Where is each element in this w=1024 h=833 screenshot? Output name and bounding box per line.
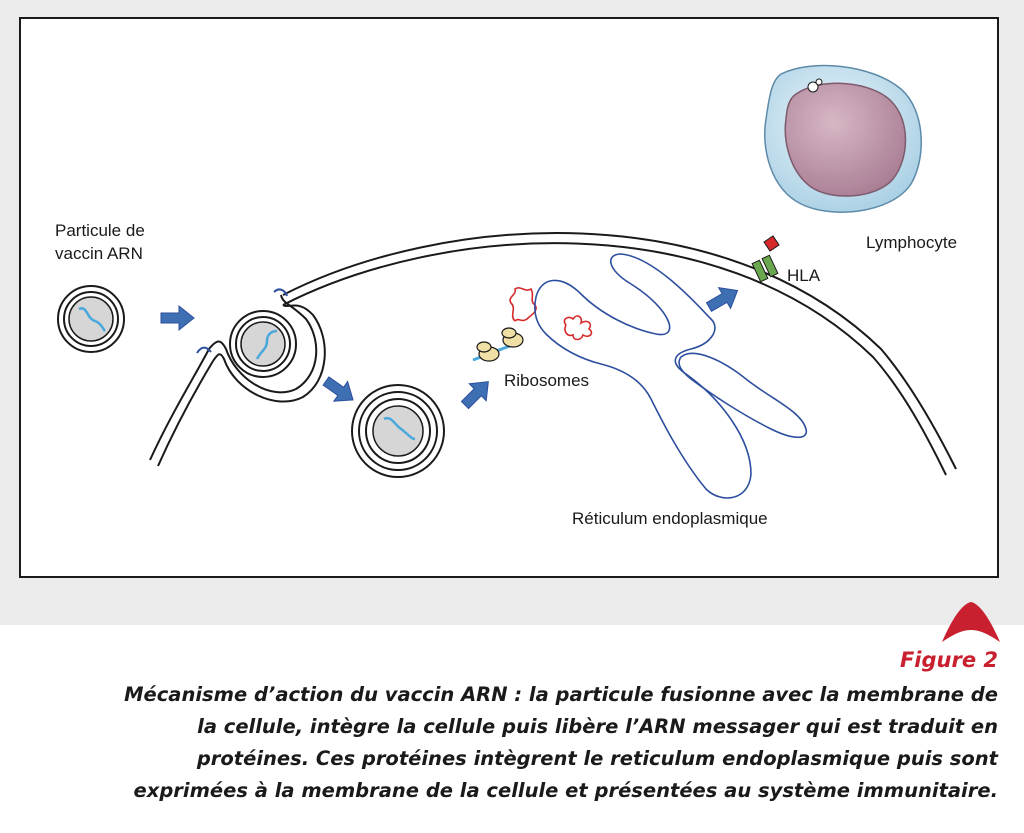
fusion-mark bbox=[273, 288, 288, 297]
hla-receptor-icon bbox=[751, 235, 780, 283]
figure-badge-icon bbox=[942, 602, 1000, 642]
ribosome-icon bbox=[472, 327, 524, 362]
endosome bbox=[351, 384, 445, 478]
figure-tag: Figure 2 bbox=[899, 648, 998, 672]
label-lymphocyte: Lymphocyte bbox=[866, 233, 958, 252]
diagram-frame: Particule de vaccin ARN Ribosomes Réticu… bbox=[19, 17, 999, 578]
fusion-mark bbox=[196, 346, 212, 354]
arrow-icon bbox=[322, 376, 354, 402]
figure-caption: Mécanisme d’action du vaccin ARN : la pa… bbox=[124, 683, 998, 802]
arrow-icon bbox=[705, 286, 739, 313]
endoplasmic-reticulum bbox=[534, 253, 752, 499]
rna-strand-icon bbox=[78, 307, 106, 332]
diagram-svg bbox=[57, 64, 957, 499]
rna-strand-icon bbox=[255, 329, 278, 360]
label-reticulum: Réticulum endoplasmique bbox=[572, 509, 768, 528]
arrow-icon bbox=[160, 304, 195, 332]
label-ribosomes: Ribosomes bbox=[504, 371, 590, 390]
vaccine-particle-fusing bbox=[229, 310, 297, 378]
label-particle: Particule de vaccin ARN bbox=[55, 221, 145, 263]
er-cisterna bbox=[678, 352, 807, 439]
vaccine-particle bbox=[57, 285, 125, 353]
label-hla: HLA bbox=[787, 266, 821, 285]
lymphocyte-cell bbox=[764, 64, 922, 213]
protein-chain bbox=[509, 287, 537, 322]
rna-strand-icon bbox=[383, 416, 416, 441]
protein-in-er bbox=[563, 315, 593, 341]
arrow-icon bbox=[460, 381, 489, 410]
cell-membrane bbox=[149, 232, 957, 476]
